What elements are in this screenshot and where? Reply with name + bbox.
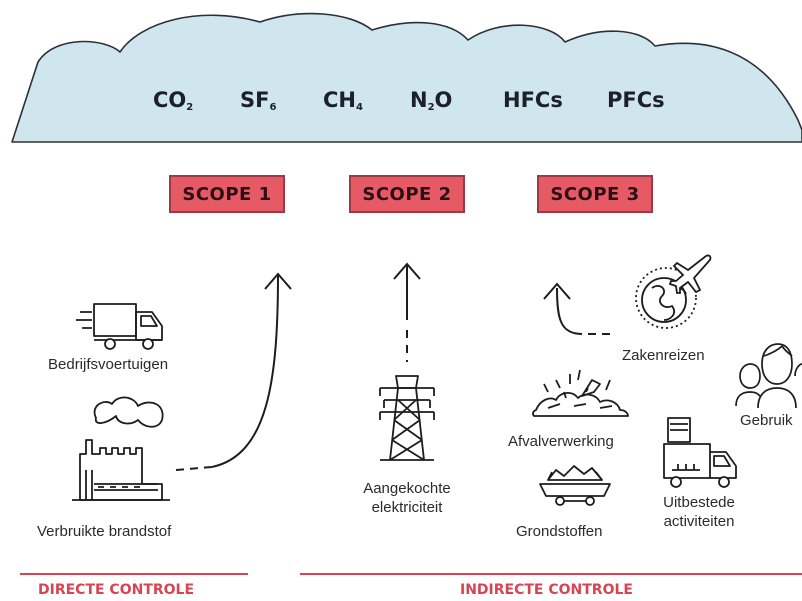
waste-pile-icon [532,369,629,417]
gas-ch4: CH4 [323,88,363,113]
label-bedrijfsvoertuigen: Bedrijfsvoertuigen [48,356,169,373]
scope-1-box: SCOPE 1 [169,175,285,213]
label-directe-controle: DIRECTE CONTROLE [38,582,195,598]
gas-hfcs: HFCs [503,88,563,112]
scope2-arrow [393,262,421,362]
scope3-arrow [543,282,612,335]
label-indirecte-controle: INDIRECTE CONTROLE [460,582,633,598]
label-aangekochte-elektriciteit: Aangekochte elektriciteit [363,480,451,516]
users-icon [735,343,802,409]
delivery-truck-icon [76,303,163,350]
gas-co2: CO2 [153,88,194,113]
gas-pfcs: PFCs [607,88,665,112]
label-gebruik: Gebruik [740,412,793,429]
scope-2-box: SCOPE 2 [349,175,465,213]
mine-cart-icon [539,465,611,506]
scope1-arrow [175,272,292,471]
label-zakenreizen: Zakenreizen [622,347,705,364]
gas-sf6: SF6 [240,88,277,113]
globe-plane-icon [635,254,712,329]
label-grondstoffen: Grondstoffen [516,523,603,540]
power-pylon-icon [379,375,435,461]
emissions-cloud [11,12,802,143]
label-afvalverwerking: Afvalverwerking [508,433,614,450]
gas-n2o: N2O [410,88,453,113]
factory-icon [72,396,170,501]
cargo-truck-icon [663,417,737,488]
label-verbruikte-brandstof: Verbruikte brandstof [37,523,172,540]
label-uitbestede-activiteiten: Uitbestede activiteiten [663,494,735,530]
scope-3-box: SCOPE 3 [537,175,653,213]
